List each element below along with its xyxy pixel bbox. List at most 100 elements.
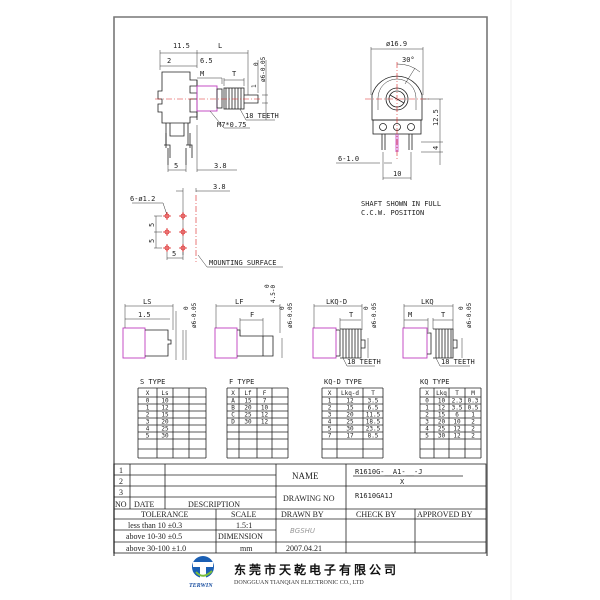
dim-12-5: 12.5 [432,109,440,126]
teeth-label: 18 TEETH [441,358,475,366]
dim-lkq: LKQ [421,298,434,306]
knurled-shaft [216,87,259,110]
table-title: KQ-D TYPE [324,378,362,386]
table-header: X [231,390,235,397]
table-cell: 2.3 [452,398,463,405]
table-cell: 0 [425,398,429,405]
col-no: NO [115,500,127,509]
table-cell: 25 [438,426,446,433]
scale-label: SCALE [231,510,256,519]
table-cell: 2 [146,412,150,419]
name-label: NAME [292,471,319,481]
table-cell: 3.5 [452,405,463,412]
table-cell: 17 [346,433,354,440]
dim-diameter-16-9: ø16.9 [386,40,407,48]
table-header: M [471,390,475,397]
housing [371,75,423,121]
dim-lkq-d: LKQ-D [326,298,347,306]
shaft-kqd-type: LKQ-D T ø6-0.05 0 18 TEETH [312,298,381,367]
table-title: S TYPE [140,378,165,386]
table-cell: 15 [244,398,252,405]
dim-tol: 0 [458,306,465,310]
col-date: DATE [134,500,155,509]
dimension-label: DIMENSION [218,532,263,541]
approved-by-label: APPROVED BY [417,510,473,519]
table-header: X [425,390,429,397]
side-view: 11.5 L 2 6.5 M T ø6-0.05 0 1 M7*0.75 18 … [155,42,279,172]
side-view-body [157,71,198,165]
table-cell: 3 [328,412,332,419]
teeth-label: 18 TEETH [245,112,279,120]
dim-flat: 4.5-0 [270,285,277,303]
dim-11-5: 11.5 [173,42,190,50]
table-cell: 3.5 [368,398,379,405]
dim-lf: LF [235,298,243,306]
table-cell: 0.3 [468,398,479,405]
drawing-frame [113,16,488,556]
front-centerlines [365,62,430,160]
table-cell: 20 [346,412,354,419]
table-cell: 12 [438,405,446,412]
dim-tol: 0 [183,306,190,310]
table-cell: 15 [346,405,354,412]
table-cell: 10 [453,419,461,426]
table-header: Lkq-d [341,390,359,397]
company-name-en: DONGGUAN TIANQIAN ELECTRONIC CO., LTD [234,580,364,586]
table-cell: 2 [328,405,332,412]
logo-text: TERWIN [189,583,213,589]
company-logo: TERWIN [189,556,214,589]
dimension-value: mm [240,544,253,553]
table-cell: B [231,405,235,412]
table-cell: 12 [453,433,461,440]
table-cell: 0.5 [468,405,479,412]
table-cell: 3 [146,419,150,426]
table-cell: 2 [425,412,429,419]
dim-10: 10 [393,170,401,178]
mounting-surface-label: MOUNTING SURFACE [209,259,276,267]
table-cell: 25 [346,419,354,426]
table-header: Ls [161,390,169,397]
table-cell: 4 [425,426,429,433]
dim-5-vertical-b: 5 [148,239,156,243]
table-cell: 3 [425,419,429,426]
table-header: X [146,390,150,397]
table-cell: 1 [425,405,429,412]
middle-pin [395,134,399,152]
shaft-s-type: LS 1.5 ø6-0.05 0 [122,298,198,360]
table-cell: 4 [146,426,150,433]
dim-m: M [408,311,412,319]
table-cell: 30 [438,433,446,440]
drawing-no-label: DRAWING NO [283,494,335,503]
check-by-label: CHECK BY [356,510,396,519]
dim-shaft-tolerance: 0 [253,62,260,66]
drawn-by-label: DRAWN BY [281,510,324,519]
tolerance-1: less than 10 ±0.3 [128,521,182,530]
table-header: Lf [244,390,252,397]
dim-dia: ø6-0.05 [371,302,378,328]
table-header: T [371,390,375,397]
table-cell: 6.5 [368,405,379,412]
dim-f: F [250,311,254,319]
drawn-by-signature: BGSHU [290,527,315,535]
tolerance-label: TOLERANCE [141,510,189,519]
dim-tol: 0 [279,306,286,310]
table-cell: 15 [438,412,446,419]
table-cell: 1 [471,412,475,419]
table-header: Lkq [436,390,447,397]
table-cell: 10 [161,398,169,405]
dim-ls: LS [143,298,151,306]
table-title: F TYPE [229,378,254,386]
table-cell: 1 [146,405,150,412]
rev-2: 2 [119,477,123,486]
title-block: 1 2 3 NO DATE DESCRIPTION NAME R1610G-__… [113,463,487,554]
scale-value: 1.5:1 [236,521,252,530]
table-cell: 8.5 [368,433,379,440]
table-cell: 5 [328,426,332,433]
dim-3-8: 3.8 [213,183,226,191]
table-cell: 4 [328,419,332,426]
dim-4: 4 [432,146,440,150]
